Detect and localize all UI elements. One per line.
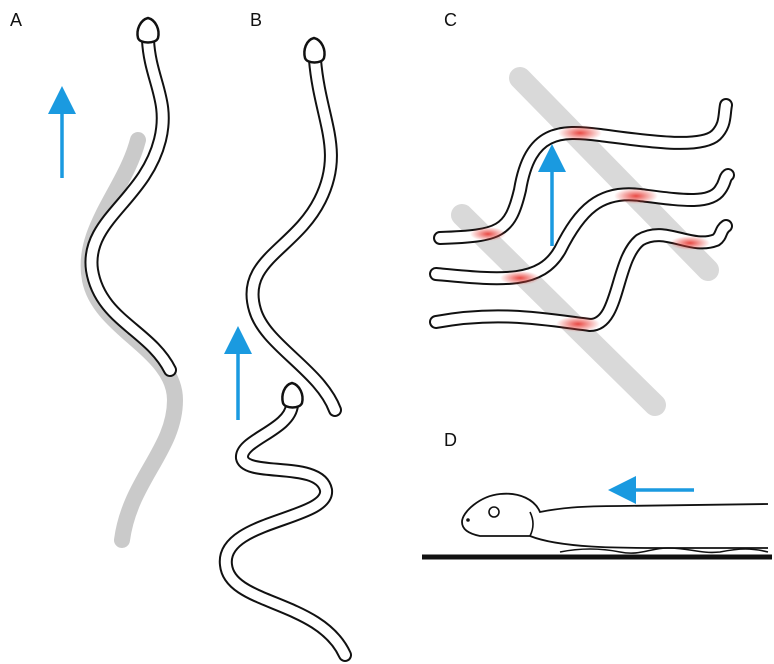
contact-highlight — [556, 316, 600, 332]
panel-b: B — [218, 10, 352, 662]
sidewind-body — [431, 221, 731, 330]
snake-lower-body — [220, 400, 350, 660]
jaw-line — [529, 511, 534, 537]
panel-label-c: C — [444, 10, 457, 30]
snake-eye-icon — [488, 506, 500, 518]
snake-lower-body-outline — [218, 398, 352, 662]
contact-highlight — [558, 125, 602, 141]
snake-body — [86, 35, 175, 375]
snake-head-icon — [303, 36, 326, 64]
panel-c: C — [429, 10, 735, 416]
panel-label-b: B — [250, 10, 262, 30]
panel-d: D — [422, 430, 772, 560]
snake-side-body — [461, 492, 769, 549]
contact-highlight — [500, 271, 540, 285]
nostril-icon — [466, 518, 470, 522]
panel-label-d: D — [444, 430, 457, 450]
contact-highlight — [670, 236, 710, 250]
snake-head-icon — [281, 381, 304, 409]
contact-band — [451, 204, 666, 416]
contact-highlight — [470, 227, 506, 241]
contact-highlight — [614, 188, 658, 204]
snake-head-icon — [136, 16, 160, 44]
panel-label-a: A — [10, 10, 22, 30]
snake-upper-body — [247, 55, 340, 415]
panel-a: A — [10, 10, 184, 548]
belly-scales — [559, 547, 769, 554]
